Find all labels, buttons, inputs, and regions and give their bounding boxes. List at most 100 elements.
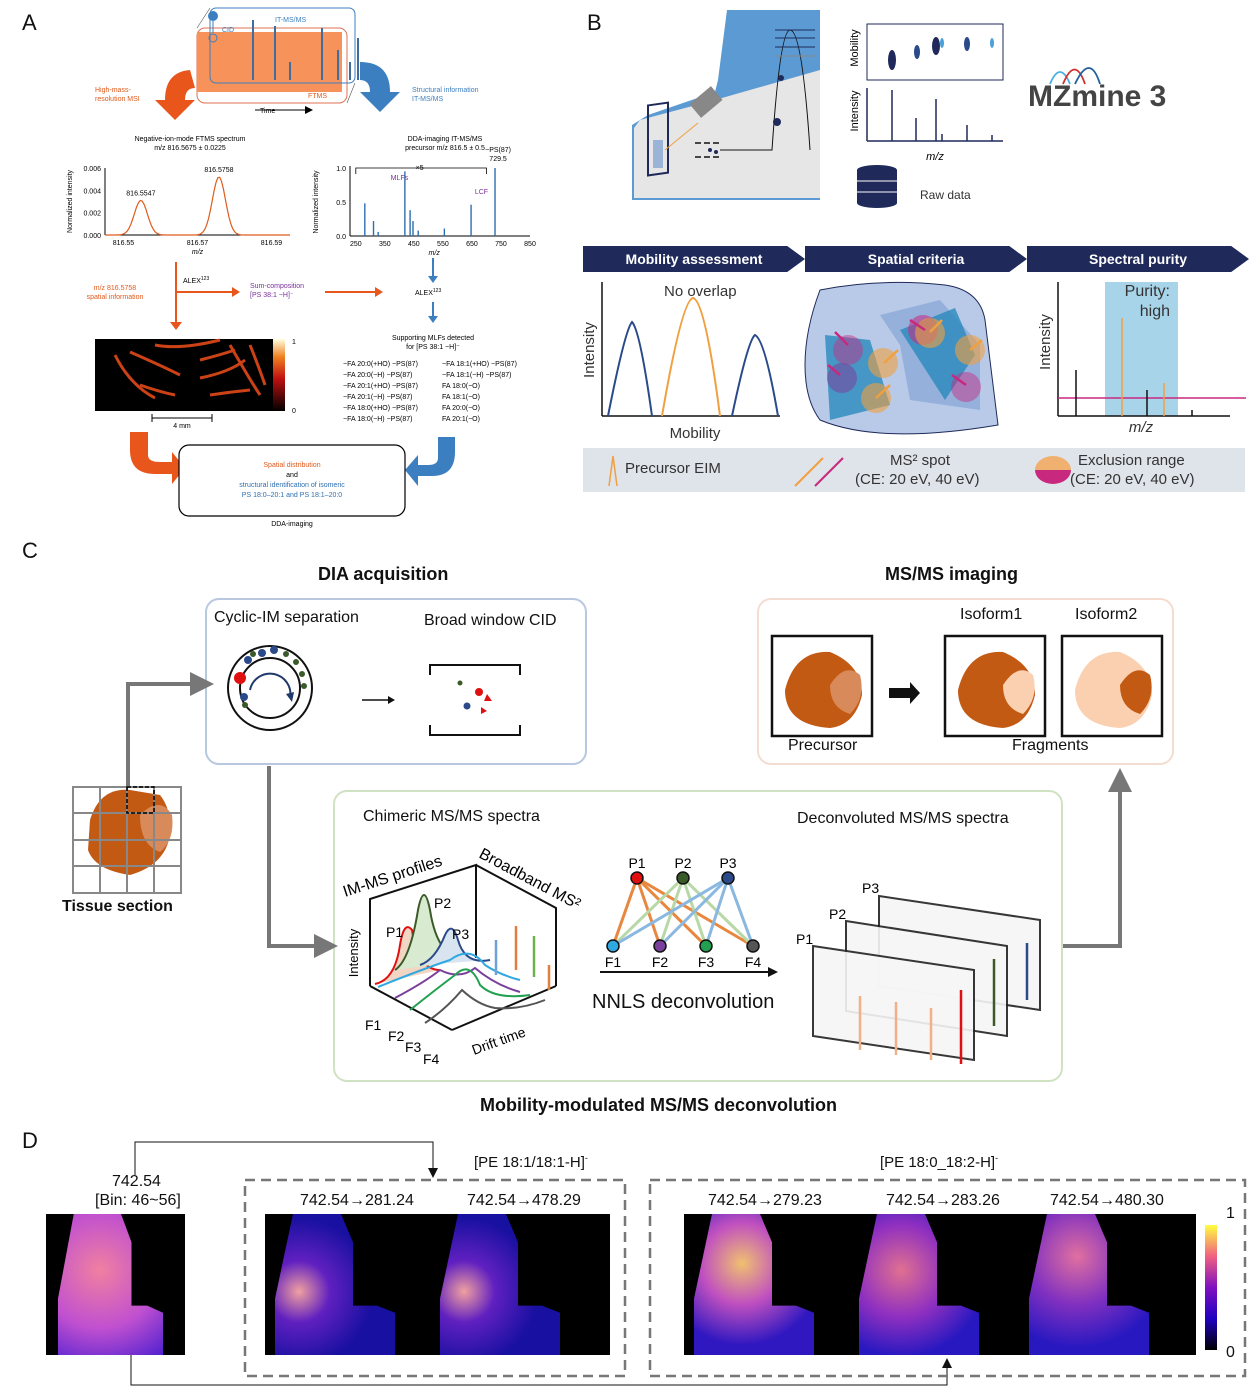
transition-283: 742.54→283.26 <box>886 1192 1000 1209</box>
itms-title-2: precursor m/z 816.5 ± 0.5 <box>405 145 485 152</box>
no-overlap-label: No overlap <box>664 283 737 300</box>
step-spectral-purity: Spectral purity <box>1027 246 1249 272</box>
nnls-edge <box>658 876 730 948</box>
deconvolution-title: Mobility-modulated MS/MS deconvolution <box>480 1095 837 1115</box>
up-arrow-icon <box>942 1358 952 1368</box>
peak-label: 816.5758 <box>204 167 233 174</box>
result-caption: DDA-imaging <box>271 521 313 528</box>
mlf-item: −FA 20:1(−H) −PS(87) <box>343 394 412 401</box>
y-axis-label: Normalized intensity <box>67 169 74 233</box>
f1-3d: F1 <box>365 1017 382 1033</box>
eim-peak <box>607 320 653 417</box>
precursor-eim-icon <box>608 455 618 487</box>
x-tick-label: 816.55 <box>113 240 135 247</box>
x-tick-label: 816.57 <box>187 240 209 247</box>
panel-d-colorbar <box>1205 1225 1217 1350</box>
mzmine-logo-icon <box>1049 67 1101 85</box>
precursor-image <box>770 634 874 738</box>
isoform1-image <box>943 634 1047 738</box>
x-tick-label: 750 <box>495 241 507 248</box>
spectrum-line <box>105 176 290 236</box>
p1-plane: P1 <box>796 931 813 947</box>
fragment-node <box>699 939 713 953</box>
mlf-item: FA 20:1(−O) <box>442 416 480 423</box>
result-box <box>178 444 406 517</box>
mobility-plot-ylabel: Intensity <box>581 322 598 378</box>
ion-image-281 <box>265 1214 435 1355</box>
chimeric-label: Chimeric MS/MS spectra <box>363 808 540 825</box>
precursor-node-label: P3 <box>719 855 736 871</box>
legend-precursor: Precursor EIM <box>625 460 721 477</box>
lcf-label: LCF <box>475 189 488 196</box>
transition-480: 742.54→480.30 <box>1050 1192 1164 1209</box>
fragments-label: Fragments <box>1012 737 1089 754</box>
nnls-edge <box>612 876 729 948</box>
ion-image-478 <box>435 1214 610 1355</box>
exclusion-top-icon <box>1035 456 1071 470</box>
mlf-item: −FA 20:0(−H) −PS(87) <box>343 372 412 379</box>
f4-3d: F4 <box>423 1051 440 1067</box>
nnls-edge <box>704 877 730 947</box>
raw-data-label: Raw data <box>920 188 971 202</box>
y-axis-label: Normalized intensity <box>313 170 320 234</box>
p2-plane: P2 <box>829 906 846 922</box>
purity-plot-xlabel: m/z <box>1129 419 1154 436</box>
flow-arrow-to-imaging <box>1063 768 1132 948</box>
ftms-label: FTMS <box>308 93 327 100</box>
result-line-3: structural identification of isomeric <box>239 482 345 489</box>
mobility-spot <box>888 50 896 70</box>
panel-b-label: B <box>587 10 602 35</box>
structural-label-2: IT-MS/MS <box>412 96 443 103</box>
alex-label-right: ALEX123 <box>415 288 441 297</box>
legend-exclusion-1: Exclusion range <box>1078 452 1185 469</box>
orange-arrow-icon <box>155 70 195 120</box>
group2-box <box>648 1178 1247 1378</box>
legend-icons <box>608 455 1071 487</box>
mlf-item: FA 18:1(−O) <box>442 394 480 401</box>
down-arrow-icon <box>428 276 438 283</box>
transition-279: 742.54→279.23 <box>708 1192 822 1209</box>
mlf-item: −FA 18:1(+HO) −PS(87) <box>442 361 517 368</box>
ftms-title-2: m/z 816.5675 ± 0.0225 <box>154 145 226 152</box>
transition-478: 742.54→478.29 <box>467 1192 581 1209</box>
precursor-eim-peak <box>661 296 721 417</box>
chimeric-3d-plot <box>369 863 557 1031</box>
mlf-item: −FA 18:1(−H) −PS(87) <box>442 372 511 379</box>
spatial-label-2: spatial information <box>87 294 144 301</box>
database-icon <box>857 165 897 208</box>
down-arrow-icon <box>170 322 182 330</box>
colorbar-max: 1 <box>292 339 296 346</box>
fragment-node <box>746 939 760 953</box>
mobility-spot <box>940 38 944 48</box>
panel-d-colorbar-max: 1 <box>1226 1205 1235 1222</box>
orange-curved-arrow-icon <box>130 432 185 484</box>
isoform2-label: Isoform2 <box>1075 606 1138 623</box>
ion-image-279 <box>684 1214 854 1355</box>
fragment-node-label: F2 <box>652 954 669 970</box>
ps-label: −PS(87) <box>485 147 511 154</box>
panel-b-figure: Mobility Intensity m/z Raw data MZmine 3 <box>632 10 1166 208</box>
flow-arrow-to-dia <box>126 672 214 787</box>
mlf-title-1: Supporting MLFs detected <box>392 335 474 342</box>
selected-pixel <box>126 786 155 814</box>
nnls-label: NNLS deconvolution <box>592 991 775 1013</box>
mobility-spot <box>990 38 994 48</box>
ms2-spot-arrows <box>827 318 983 399</box>
blue-arrow-icon <box>360 62 400 112</box>
precursor-node-label: P1 <box>628 855 645 871</box>
sum-comp-1: Sum-composition <box>250 283 304 290</box>
p3-plane: P3 <box>862 880 879 896</box>
result-line-2: and <box>286 472 298 479</box>
right-arrow-icon <box>232 287 240 297</box>
sum-comp-2: [PS 38:1 −H]⁻ <box>250 292 294 299</box>
right-arrow-icon <box>375 287 383 297</box>
high-mass-label-1: High-mass- <box>95 87 131 94</box>
scale-label: 4 mm <box>173 423 191 430</box>
msms-imaging-box <box>757 598 1174 765</box>
time-label: Time <box>260 108 275 115</box>
x-tick-label: 650 <box>466 241 478 248</box>
mobility-plot-xlabel: Mobility <box>670 425 721 442</box>
deconv-label: Deconvoluted MS/MS spectra <box>797 810 1009 827</box>
msi-image <box>95 339 273 411</box>
